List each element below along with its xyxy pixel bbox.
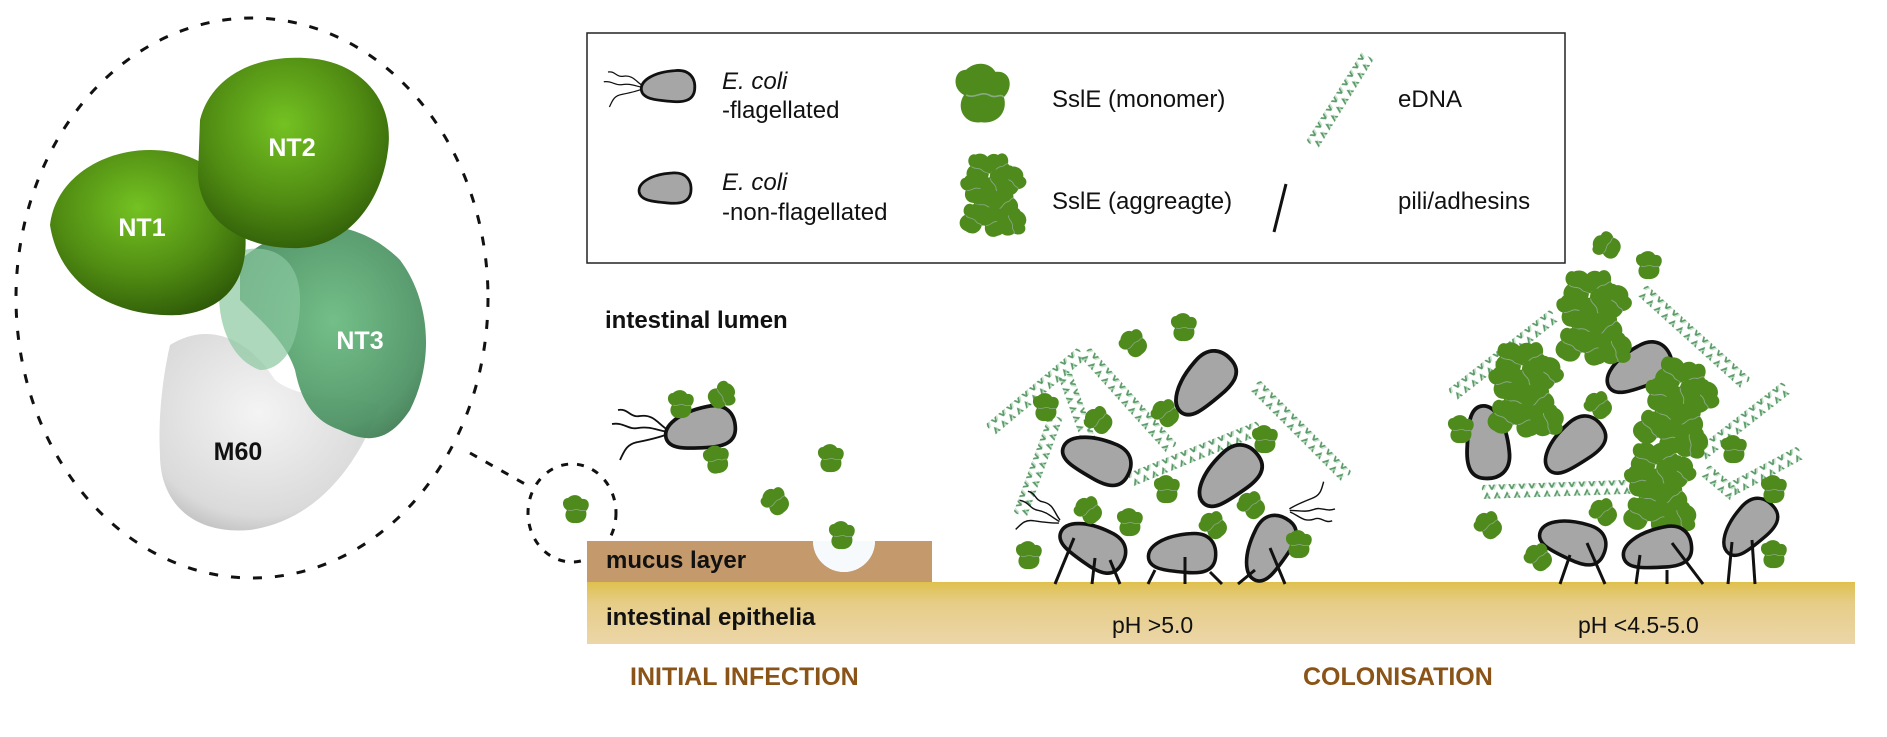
ssle-structure-model: NT1 NT2 NT3 M60 bbox=[14, 16, 618, 580]
ssle-monomer bbox=[1032, 392, 1060, 422]
ssle-monomer-icon bbox=[562, 494, 590, 524]
ssle-monomer bbox=[1635, 250, 1663, 280]
bacterium-attached bbox=[1618, 521, 1705, 585]
nt2-domain bbox=[198, 57, 389, 249]
ssle-monomer bbox=[667, 389, 695, 419]
mucus-layer bbox=[587, 541, 932, 582]
stage-colonisation: COLONISATION bbox=[1303, 663, 1493, 691]
nt1-domain bbox=[50, 150, 246, 316]
edna bbox=[1700, 464, 1741, 502]
ssle-monomer bbox=[756, 481, 795, 521]
bacterium-attached bbox=[1710, 488, 1787, 585]
legend: E. coli -flagellated E. coli -non-flagel… bbox=[586, 32, 1566, 264]
ssle-monomer bbox=[1285, 529, 1313, 559]
colonisation-high-ph-scene bbox=[985, 312, 1352, 590]
ssle-monomer bbox=[817, 443, 845, 473]
flagellated-bacterium bbox=[1231, 479, 1338, 590]
edna bbox=[1058, 372, 1099, 453]
edna bbox=[1726, 446, 1804, 497]
ssle-monomer bbox=[1015, 540, 1043, 570]
initial-infection-scene bbox=[611, 377, 856, 550]
ssle-aggregate bbox=[1550, 264, 1638, 370]
mucus-layer-label: mucus layer bbox=[606, 547, 746, 574]
legend-ssle-aggregate-label: SslE (aggreagte) bbox=[1052, 188, 1232, 215]
bacterium-attached bbox=[1532, 508, 1614, 585]
epithelia-label: intestinal epithelia bbox=[606, 604, 816, 631]
ssle-monomer bbox=[1760, 474, 1788, 504]
ph-low-label: pH <4.5-5.0 bbox=[1578, 612, 1699, 638]
edna bbox=[985, 347, 1087, 436]
nt3-label: NT3 bbox=[336, 327, 383, 355]
ssle-monomer bbox=[1251, 424, 1279, 454]
zoom-circle bbox=[526, 462, 618, 564]
legend-box bbox=[586, 32, 1566, 264]
ph-high-label: pH >5.0 bbox=[1112, 612, 1193, 638]
ssle-monomer bbox=[1153, 474, 1181, 504]
epithelia-layer bbox=[587, 582, 1855, 644]
ssle-monomer bbox=[1116, 507, 1144, 537]
edna bbox=[1250, 380, 1352, 482]
edna bbox=[1079, 347, 1178, 454]
legend-pili-label: pili/adhesins bbox=[1398, 188, 1530, 215]
ssle-monomer bbox=[1447, 414, 1475, 444]
intestinal-lumen-label: intestinal lumen bbox=[605, 307, 788, 334]
ssle-monomer bbox=[828, 520, 856, 550]
edna bbox=[1013, 413, 1063, 518]
nt1-label: NT1 bbox=[118, 214, 165, 242]
legend-ecoli-flagellated-label: -flagellated bbox=[722, 97, 839, 124]
legend-ecoli-nonflagellated-italic: E. coli bbox=[722, 169, 788, 196]
ssle-monomer bbox=[1720, 434, 1748, 464]
ssle-monomer bbox=[1760, 539, 1788, 569]
nt3-back-lobe bbox=[219, 248, 300, 370]
ssle-monomer bbox=[1587, 226, 1626, 265]
edna bbox=[1637, 284, 1751, 389]
ssle-monomer-icon bbox=[954, 62, 1011, 124]
flagellated-bacterium bbox=[1008, 488, 1135, 585]
edna bbox=[1481, 479, 1633, 499]
pili-line-icon bbox=[1272, 183, 1288, 233]
m60-label: M60 bbox=[214, 438, 263, 466]
legend-ecoli-nonflagellated-label: -non-flagellated bbox=[722, 199, 887, 226]
edna bbox=[1695, 381, 1791, 461]
nt2-label: NT2 bbox=[268, 134, 315, 162]
ssle-monomer bbox=[1469, 505, 1508, 545]
legend-ssle-monomer-label: SslE (monomer) bbox=[1052, 86, 1225, 113]
bacterium bbox=[1054, 422, 1140, 494]
colonisation-low-ph-scene bbox=[1447, 226, 1804, 585]
edna-helix-icon bbox=[1306, 52, 1374, 149]
ssle-monomer bbox=[1170, 312, 1198, 342]
zoom-ellipse bbox=[14, 16, 490, 580]
zoom-connector bbox=[469, 451, 533, 490]
legend-edna-label: eDNA bbox=[1398, 86, 1462, 113]
stage-initial-infection: INITIAL INFECTION bbox=[630, 663, 859, 691]
ssle-monomer bbox=[1114, 323, 1153, 363]
m60-domain bbox=[159, 333, 380, 531]
mucus-pit bbox=[813, 541, 875, 572]
bacterium-attached bbox=[1146, 531, 1224, 586]
legend-ecoli-flagellated-italic: E. coli bbox=[722, 68, 788, 95]
edna bbox=[1127, 421, 1263, 487]
